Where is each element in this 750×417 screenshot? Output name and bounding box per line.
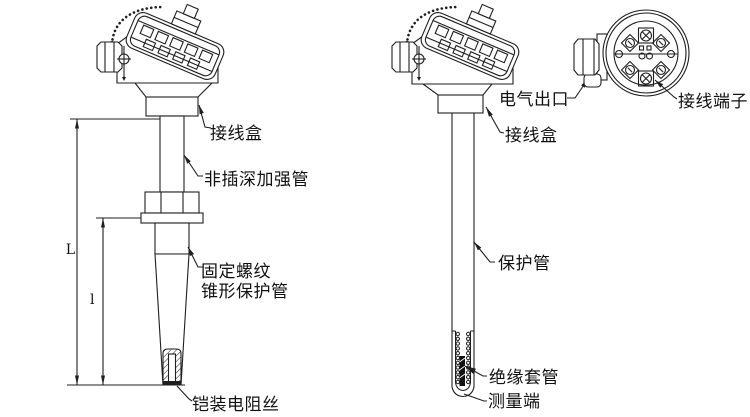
label-reinforcement-tube: 非插深加强管 (204, 170, 309, 190)
label-protection-tube: 保护管 (498, 254, 551, 274)
right-protection-tube-shape (451, 113, 475, 398)
label-fixed-thread-line1: 固定螺纹 (201, 262, 271, 282)
label-terminal-block: 接线端子 (678, 92, 748, 112)
terminal-screw-ne (651, 33, 671, 53)
terminal-screw-nw (620, 33, 640, 53)
left-head-cover (125, 3, 225, 80)
insulation-beads (455, 331, 471, 385)
label-electrical-outlet: 电气出口 (499, 90, 569, 110)
connector-lug (583, 73, 602, 88)
left-dimension-lines (67, 118, 185, 386)
left-device-drawing (67, 3, 225, 402)
terminal-screw-se (651, 60, 671, 80)
right-neck (421, 83, 494, 96)
label-left-junction-box: 接线盒 (210, 124, 263, 144)
terminal-screw-top (637, 27, 655, 44)
label-right-junction-box: 接线盒 (505, 126, 558, 146)
measuring-element-core (459, 356, 466, 386)
connector-face (613, 20, 679, 86)
label-insulation-sleeve: 绝缘套管 (489, 368, 559, 388)
label-fixed-thread-line2: 锥形保护管 (201, 282, 289, 302)
left-leader-lines (176, 104, 212, 402)
connector-hex-fitting (573, 38, 600, 76)
right-insulation-sleeve-shape (452, 330, 474, 392)
connector-pin-left (614, 49, 624, 59)
connector-pin-right (666, 49, 676, 59)
left-screw-pin (117, 46, 131, 81)
label-armored-resistance-wire: 铠装电阻丝 (192, 395, 280, 415)
left-armored-element (162, 348, 182, 386)
left-chain (110, 5, 166, 46)
label-fixed-thread-tapered-tube: 固定螺纹 锥形保护管 (201, 262, 289, 302)
right-leader-lines (463, 78, 589, 402)
right-chain (405, 5, 461, 46)
connector-center-screws (638, 45, 654, 60)
connector-outer-ring (602, 9, 690, 97)
right-hex-plug (391, 41, 418, 73)
terminal-connector-drawing (573, 9, 690, 100)
label-dimension-L: L (65, 242, 75, 258)
label-dimension-l: l (90, 292, 95, 308)
left-mounting-nut (140, 191, 204, 255)
right-head-cover (420, 3, 520, 80)
left-neck (133, 82, 214, 98)
left-reinforcement-tube-shape (159, 115, 185, 193)
right-device-drawing (391, 3, 589, 402)
label-measuring-end: 测量端 (488, 392, 541, 412)
terminal-screw-sw (620, 60, 640, 80)
terminal-screw-bottom (637, 70, 655, 87)
right-screw-pin (412, 46, 426, 81)
left-hex-plug (96, 41, 123, 73)
